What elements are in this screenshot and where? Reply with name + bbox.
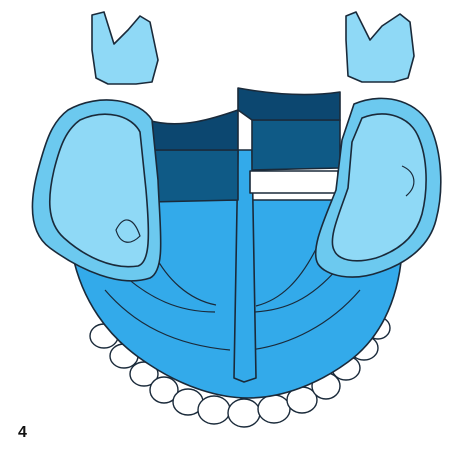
tooth [228,399,260,427]
posterior-block-right [252,120,340,170]
posterior-block-left [148,150,238,202]
tooth [258,395,290,423]
detached-molar-left [92,12,158,84]
white-gap-slot [250,171,338,193]
posterior-wall-right [238,88,340,120]
tooth [198,396,230,424]
posterior-wall-left [148,110,238,150]
detached-molar-right [346,12,414,82]
figure-number: 4 [18,424,27,442]
